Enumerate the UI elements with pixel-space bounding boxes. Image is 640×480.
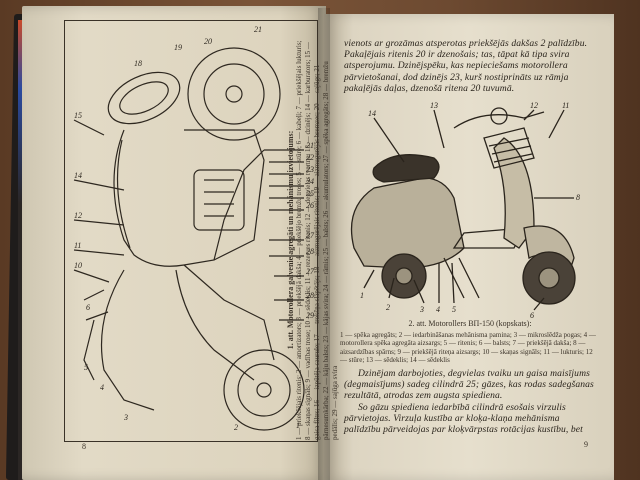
callout: 1 xyxy=(360,291,364,300)
callout: 4 xyxy=(100,383,104,392)
right-page-number: 9 xyxy=(584,440,588,449)
scooter-rear-body-drawing xyxy=(350,177,465,269)
figure-1-frame xyxy=(64,20,318,442)
callout: 10 xyxy=(74,261,82,270)
callout: 28 xyxy=(306,247,314,256)
top-paragraph-text: vienots ar grozāmas atsperotas priekšējā… xyxy=(344,38,588,94)
callout: 14 xyxy=(368,109,376,118)
figure-2-caption: 2. att. Motorollers ВП-150 (kopskats): 1… xyxy=(340,319,600,365)
callout: 11 xyxy=(562,101,569,110)
right-body-text: Dzinējam darbojoties, degvielas tvaiku u… xyxy=(344,368,594,435)
left-page-number: 8 xyxy=(82,442,86,451)
callout: 12 xyxy=(74,211,82,220)
right-top-paragraph: vienots ar grozāmas atsperotas priekšējā… xyxy=(344,38,598,94)
callout: 24 xyxy=(306,177,314,186)
callout: 1 xyxy=(296,421,300,430)
figure-2-scooter-view: 14 13 12 11 8 1 2 3 4 5 6 xyxy=(350,101,580,318)
callout: 29 xyxy=(306,311,314,320)
callout: 28 xyxy=(306,291,314,300)
figure-1-scooter-cutaway: 18 19 20 21 15 14 12 11 10 21 22 23 24 2… xyxy=(73,25,315,432)
callout: 20 xyxy=(204,37,212,46)
engine-drawing xyxy=(193,169,245,231)
callout: 4 xyxy=(436,305,440,314)
callout: 21 xyxy=(306,141,314,150)
callout: 5 xyxy=(452,305,456,314)
callout: 8 xyxy=(576,193,580,202)
callout: 22 xyxy=(306,153,314,162)
paragraph-1: Dzinējam darbojoties, degvielas tvaiku u… xyxy=(344,368,594,402)
book-gutter xyxy=(318,8,330,480)
figure-2-caption-body: 1 — spēka agregāts; 2 — iedarbināšanas m… xyxy=(340,330,596,365)
callout: 15 xyxy=(74,111,82,120)
paragraph-2: So gāzu spiediena iedarbībā cilindrā eso… xyxy=(344,401,583,436)
rear-wheel-drawing xyxy=(187,47,281,141)
callout: 5 xyxy=(84,363,88,372)
callout: 18 xyxy=(134,59,142,68)
scooter-seat-drawing xyxy=(372,154,440,183)
figure-2-caption-title: 2. att. Motorollers ВП-150 (kopskats): xyxy=(408,319,532,328)
callout: 6 xyxy=(530,311,534,318)
callout: 3 xyxy=(123,413,128,422)
headlamp-drawing xyxy=(490,107,508,125)
callout: 25 xyxy=(306,189,314,198)
callout: 13 xyxy=(430,101,438,110)
callout: 2 xyxy=(386,303,390,312)
callout: 19 xyxy=(174,43,182,52)
figure-1-caption-title: 1. att. Motorollera galvenie agregāti un… xyxy=(286,130,295,350)
callout: 27 xyxy=(306,267,315,276)
callout: 21 xyxy=(254,25,262,34)
callout: 2 xyxy=(234,423,238,432)
callout: 23 xyxy=(306,165,314,174)
callout: 6 xyxy=(86,303,90,312)
callout: 14 xyxy=(74,171,82,180)
left-page xyxy=(22,6,326,480)
callout: 26 xyxy=(306,201,314,210)
body-shell-drawing xyxy=(113,129,265,267)
front-wheel-drawing xyxy=(223,349,305,431)
callout: 3 xyxy=(419,305,424,314)
figure-1-caption: 1. att. Motorollera galvenie agregāti un… xyxy=(286,40,340,441)
callout: 12 xyxy=(530,101,538,110)
callout: 11 xyxy=(74,241,81,250)
callout: 27 xyxy=(306,231,315,240)
spare-wheel-drawing xyxy=(107,71,181,125)
